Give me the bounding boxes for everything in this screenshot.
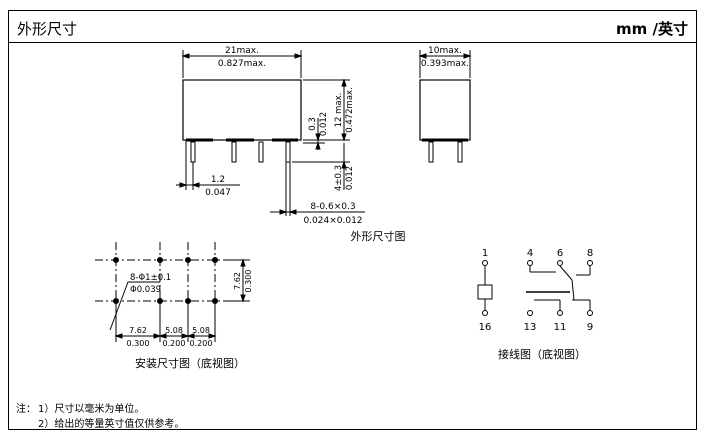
- height-in-label: 0.472max.: [345, 87, 355, 133]
- terminal-16: [482, 310, 488, 316]
- relay-body-front: [182, 79, 302, 141]
- section-title: 外形尺寸: [17, 20, 78, 38]
- d2-mm-label: 5.08: [165, 326, 183, 335]
- side-width-in-label: 0.393max.: [421, 59, 469, 69]
- width-mm-label: 21max.: [225, 46, 259, 56]
- pin-label-16: 16: [479, 322, 492, 333]
- relay-coil: [477, 284, 493, 300]
- terminal-6: [557, 260, 563, 266]
- pin-label-1: 1: [482, 248, 488, 259]
- notes-label: 注：: [16, 402, 36, 415]
- pin-label-4: 4: [527, 248, 533, 259]
- hole-mm-label: 8-Φ1±0.1: [130, 273, 171, 283]
- pin: [285, 141, 291, 163]
- standoff-mm-label: 0.3: [308, 117, 318, 131]
- d3-in-label: 0.200: [190, 339, 213, 348]
- pin-label-9: 9: [587, 322, 593, 333]
- mounting-caption: 安装尺寸图（底视图）: [135, 356, 245, 370]
- pin-length-in-label: 0.012: [345, 166, 355, 190]
- pin-length-mm-label: 4±0.3: [334, 165, 344, 191]
- wiring-caption: 接线图（底视图）: [498, 347, 586, 361]
- pin: [457, 141, 463, 163]
- row-mm-label: 7.62: [233, 272, 242, 290]
- pin: [258, 141, 264, 163]
- terminal-11: [557, 310, 563, 316]
- terminal-1: [482, 260, 488, 266]
- terminal-4: [527, 260, 533, 266]
- pin-label-6: 6: [557, 248, 563, 259]
- terminal-8: [587, 260, 593, 266]
- d1-in-label: 0.300: [127, 339, 150, 348]
- pin-label-8: 8: [587, 248, 593, 259]
- side-width-mm-label: 10max.: [428, 46, 462, 56]
- pin-label-13: 13: [524, 322, 537, 333]
- pin-size-mm-label: 8-0.6×0.3: [310, 202, 355, 212]
- outline-caption: 外形尺寸图: [351, 229, 406, 243]
- pin-size-in-label: 0.024×0.012: [303, 216, 362, 226]
- height-mm-label: 12 max.: [334, 93, 344, 128]
- row-in-label: 0.300: [244, 270, 253, 293]
- pin-label-11: 11: [554, 322, 567, 333]
- unit-label: mm /英寸: [616, 20, 688, 38]
- width-in-label: 0.827max.: [218, 59, 266, 69]
- standoff-in-label: 0.012: [319, 112, 329, 136]
- note-1: 1）尺寸以毫米为单位。: [38, 402, 144, 415]
- pin: [190, 141, 196, 163]
- hole-in-label: Φ0.039: [130, 285, 161, 295]
- terminal-13: [527, 310, 533, 316]
- d3-mm-label: 5.08: [192, 326, 210, 335]
- relay-body-side: [419, 79, 471, 141]
- terminal-9: [587, 310, 593, 316]
- pin-offset-mm-label: 1.2: [211, 175, 225, 185]
- drawing-frame: 外形尺寸 mm /英寸: [8, 10, 697, 430]
- pin: [428, 141, 434, 163]
- d1-mm-label: 7.62: [129, 326, 147, 335]
- header-bar: 外形尺寸 mm /英寸: [9, 11, 696, 43]
- pin-offset-in-label: 0.047: [205, 188, 231, 198]
- pin: [231, 141, 237, 163]
- note-2: 2）给出的等量英寸值仅供参考。: [38, 417, 184, 430]
- d2-in-label: 0.200: [163, 339, 186, 348]
